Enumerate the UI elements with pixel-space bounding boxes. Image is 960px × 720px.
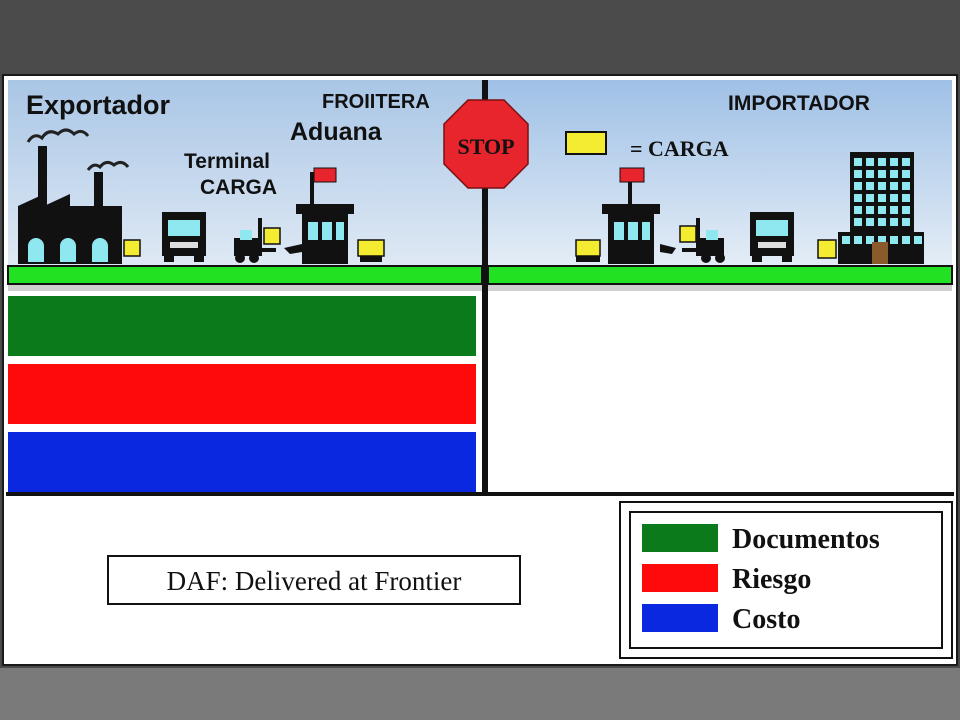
- truck-icon: [162, 212, 206, 262]
- daf-title-text: DAF: Delivered at Frontier: [167, 566, 462, 596]
- exporter-label: Exportador: [26, 90, 171, 120]
- legend-swatch-documentos: [642, 524, 718, 552]
- frontier-divider: [482, 80, 488, 494]
- bar-documentos: [8, 296, 476, 356]
- importer-label: IMPORTADOR: [728, 92, 870, 115]
- office-building-icon: [838, 152, 924, 264]
- ground-shadow: [8, 285, 952, 291]
- legend-swatch-costo: [642, 604, 718, 632]
- ground-exporter: [7, 265, 483, 285]
- daf-diagram: Exportador FROIITERA Aduana Terminal CAR…: [6, 80, 954, 659]
- legend-label-riesgo: Riesgo: [732, 564, 811, 595]
- terminal-cargo-label: CARGA: [200, 176, 277, 199]
- daf-title-box: DAF: Delivered at Frontier: [107, 555, 521, 605]
- factory-icon: [18, 128, 130, 264]
- truck-icon: [750, 212, 794, 262]
- terminal-label: Terminal: [184, 150, 270, 173]
- top-band: [0, 0, 960, 72]
- customs-building-icon: [284, 167, 354, 264]
- stop-sign-text: STOP: [457, 134, 514, 159]
- bar-riesgo: [8, 364, 476, 424]
- cargo-legend-box-icon: [565, 131, 607, 155]
- cargo-cart-icon: [576, 256, 600, 262]
- forklift-icon: [234, 218, 281, 263]
- cargo-box-icon: [575, 239, 601, 257]
- frontier-label: FROIITERA: [322, 91, 430, 113]
- cargo-box-icon: [817, 239, 837, 259]
- legend-swatch-riesgo: [642, 564, 718, 592]
- cargo-legend-label: = CARGA: [630, 136, 729, 161]
- forklift-icon: [679, 218, 725, 263]
- bottom-band: [0, 668, 960, 720]
- legend: Documentos Riesgo Costo: [619, 501, 953, 659]
- section-divider: [6, 492, 954, 496]
- stop-sign-icon: STOP: [443, 99, 529, 189]
- legend-label-costo: Costo: [732, 604, 800, 635]
- bar-costo: [8, 432, 476, 492]
- diagram-frame: Exportador FROIITERA Aduana Terminal CAR…: [2, 74, 958, 666]
- ground-importer: [487, 265, 953, 285]
- customs-label: Aduana: [290, 118, 383, 146]
- cargo-cart-icon: [360, 256, 382, 262]
- customs-building-icon: [602, 167, 676, 264]
- legend-label-documentos: Documentos: [732, 524, 880, 555]
- cargo-box-icon: [357, 239, 385, 257]
- cargo-box-icon: [123, 239, 141, 257]
